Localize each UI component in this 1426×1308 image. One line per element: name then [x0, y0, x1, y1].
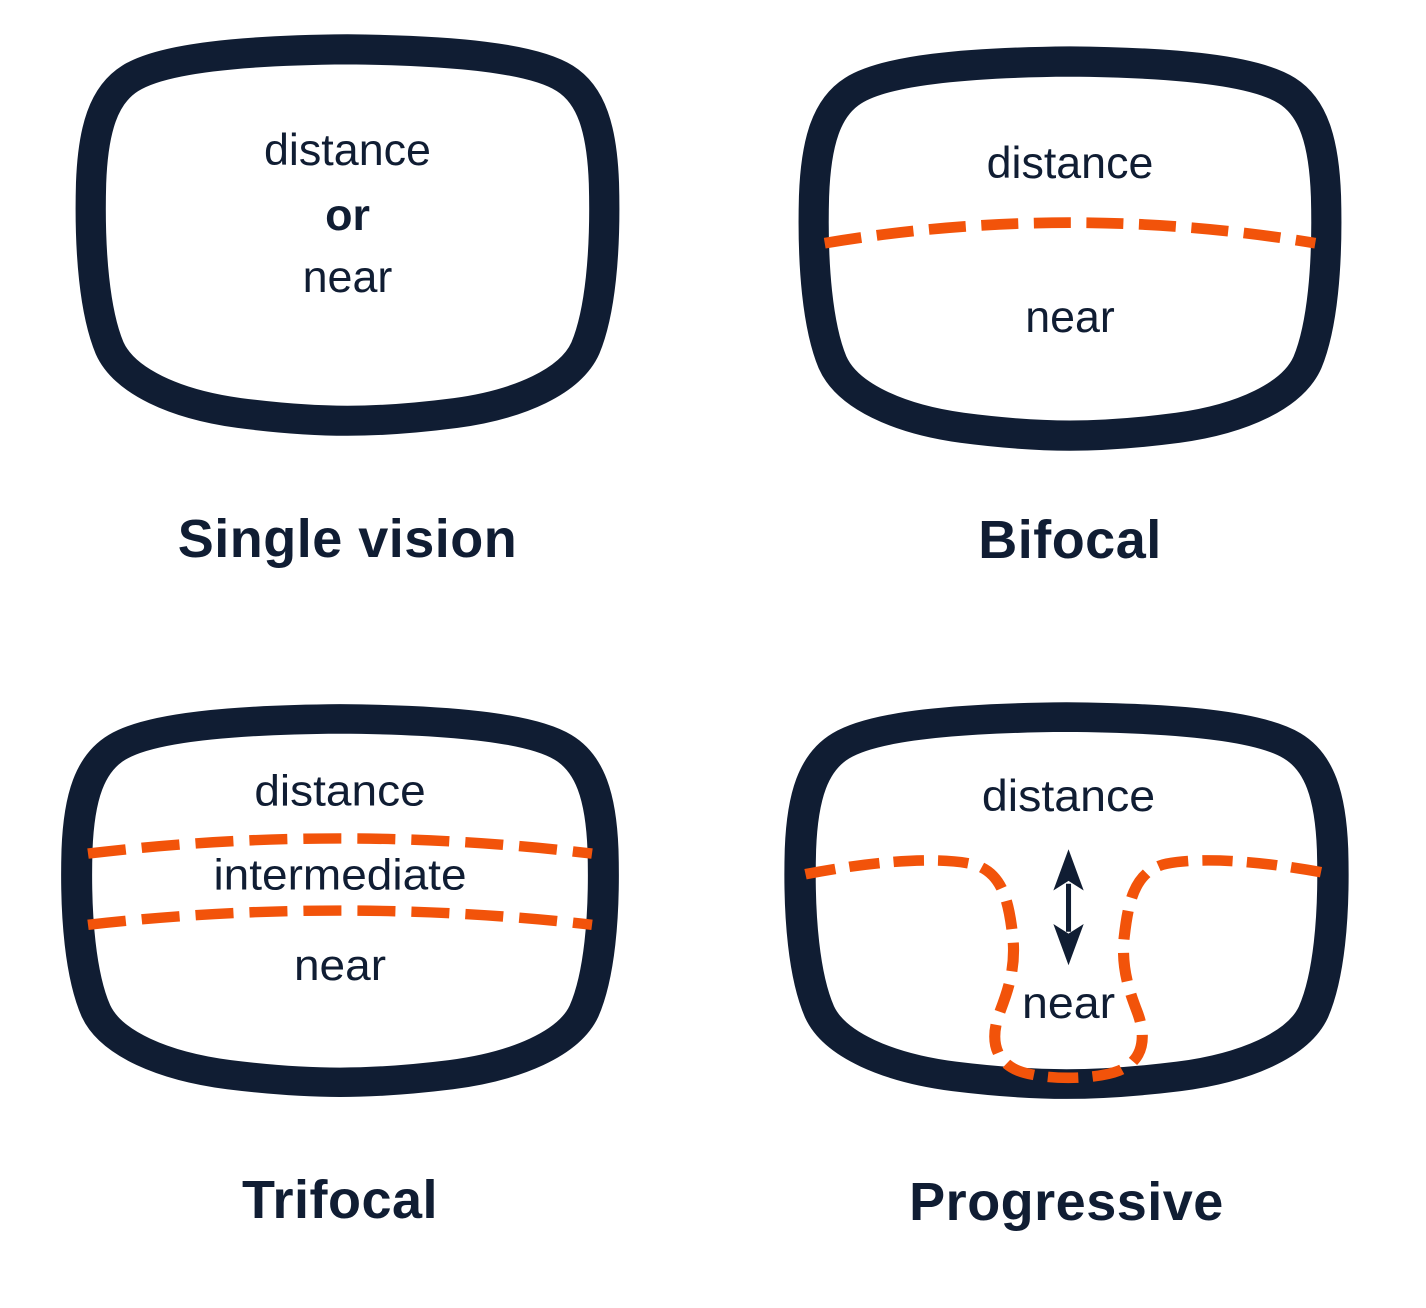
trifocal-divider-line-upper	[87, 833, 593, 859]
panel-trifocal: distance intermediate near Trifocal	[40, 698, 640, 1232]
lens-frame	[784, 702, 1349, 1099]
zone-label-near: near	[1025, 291, 1115, 342]
panel-caption-bifocal: Bifocal	[978, 510, 1162, 570]
arrow-head-down	[1053, 924, 1084, 966]
lens-frame	[798, 46, 1342, 451]
trifocal-lens-figure: distance intermediate near	[61, 704, 619, 1097]
vertical-double-arrow-icon	[1053, 849, 1084, 966]
zone-label-distance: distance	[982, 771, 1155, 821]
zone-label-near: near	[303, 253, 393, 302]
zone-label-distance: distance	[987, 137, 1154, 188]
panel-bifocal: distance near Bifocal	[778, 40, 1362, 572]
panel-caption-progressive: Progressive	[909, 1172, 1224, 1232]
zone-label-distance: distance	[264, 126, 431, 175]
lens-frame	[75, 34, 620, 436]
panel-caption-single-vision: Single vision	[177, 509, 518, 569]
bifocal-divider-line	[823, 217, 1317, 249]
progressive-corridor-outline	[804, 855, 1333, 1084]
zone-label-distance: distance	[254, 765, 425, 815]
lens-frame	[61, 704, 619, 1097]
arrow-head-up	[1053, 849, 1084, 891]
panel-caption-trifocal: Trifocal	[241, 1170, 439, 1230]
zone-label-near: near	[1022, 978, 1115, 1028]
zone-label-or: or	[325, 191, 370, 240]
zone-label-intermediate: intermediate	[213, 850, 466, 900]
progressive-lens-figure: distance near	[784, 702, 1349, 1099]
trifocal-divider-line-lower	[87, 905, 593, 930]
panel-single-vision: distance or near Single vision	[55, 28, 640, 571]
single-vision-lens-figure: distance or near	[75, 34, 620, 436]
zone-label-near: near	[294, 940, 386, 990]
bifocal-lens-figure: distance near	[798, 46, 1342, 451]
panel-progressive: distance near Progressive	[763, 696, 1370, 1234]
